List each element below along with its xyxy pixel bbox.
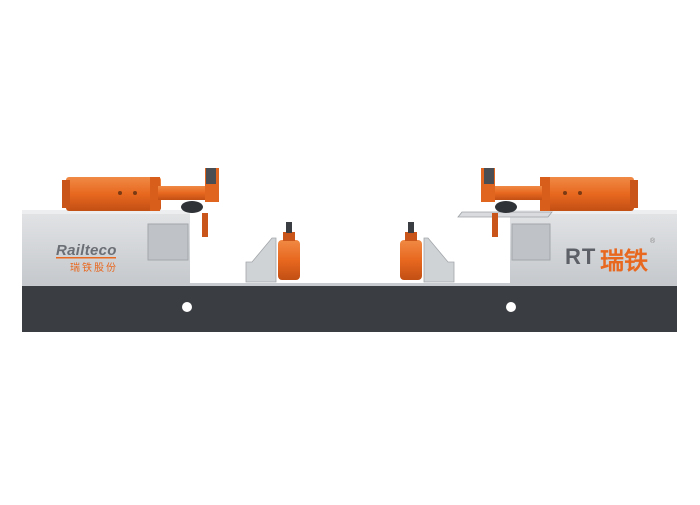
right-support-plate bbox=[511, 223, 551, 261]
right-cylinder-cap bbox=[630, 180, 638, 208]
left-clamp-wheel bbox=[181, 201, 203, 213]
base-beam-top-edge bbox=[22, 283, 677, 286]
left-cylinder bbox=[66, 177, 161, 211]
rt-logo-text: RT bbox=[565, 244, 597, 269]
left-clamp-pin bbox=[202, 213, 208, 237]
left-cylinder-band bbox=[150, 177, 160, 211]
registered-mark: ® bbox=[650, 238, 656, 245]
right-jack-body bbox=[400, 240, 422, 280]
left-dark-block bbox=[206, 168, 216, 184]
right-dark-block bbox=[484, 168, 494, 184]
railteco-logo-subtext: 瑞铁股份 bbox=[70, 263, 118, 274]
railteco-logo-text: Railteco bbox=[56, 242, 117, 259]
left-arm bbox=[158, 186, 213, 200]
left-jack-top bbox=[283, 232, 295, 241]
base-beam bbox=[22, 285, 677, 332]
right-bolt-2 bbox=[578, 191, 582, 195]
left-jack-bracket bbox=[245, 237, 277, 283]
right-clamp-pin bbox=[492, 213, 498, 237]
rt-logo-chinese: 瑞铁 bbox=[600, 247, 648, 275]
left-jack-body bbox=[278, 240, 300, 280]
left-cylinder-cap bbox=[62, 180, 70, 208]
left-support-plate bbox=[147, 223, 189, 261]
right-arm bbox=[487, 186, 542, 200]
base-hole-right bbox=[506, 302, 516, 312]
right-bolt-1 bbox=[563, 191, 567, 195]
right-cylinder-band bbox=[540, 177, 550, 211]
left-bolt-2 bbox=[133, 191, 137, 195]
right-jack-rod bbox=[408, 222, 414, 233]
left-jack-rod bbox=[286, 222, 292, 233]
right-support-top bbox=[510, 210, 677, 214]
right-clamp-wheel bbox=[495, 201, 517, 213]
right-extension-plate bbox=[457, 211, 553, 218]
base-hole-left bbox=[182, 302, 192, 312]
right-cylinder bbox=[540, 177, 634, 211]
left-bolt-1 bbox=[118, 191, 122, 195]
left-support-top bbox=[22, 210, 190, 214]
left-logo-underline bbox=[56, 257, 116, 259]
right-jack-top bbox=[405, 232, 417, 241]
right-jack-bracket bbox=[423, 237, 455, 283]
